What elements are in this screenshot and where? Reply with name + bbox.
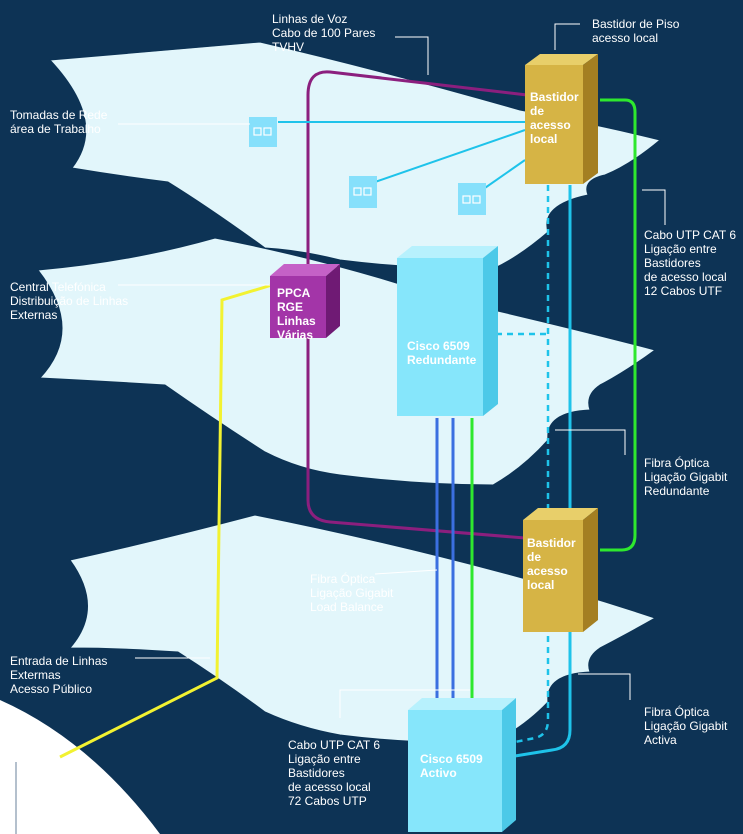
- callout-fiber-active: [578, 673, 631, 700]
- label-fiber-active: Fibra Óptica Ligação Gigabit Activa: [644, 705, 728, 747]
- label-cat6-between-racks: Cabo UTP CAT 6 Ligação entre Bastidores …: [644, 228, 737, 298]
- rack-top-label: Bastidor de acesso local: [530, 90, 579, 146]
- outlet-cable-2: [374, 129, 526, 183]
- entry-line: [59, 283, 273, 759]
- callout-load-balance: [374, 569, 438, 575]
- callout-cat6-12: [642, 189, 666, 225]
- network-outlet: [249, 117, 277, 147]
- label-pbx: Central Telefónica Distribuição de Linha…: [10, 280, 129, 322]
- label-cat6-72: Cabo UTP CAT 6 Ligação entre Bastidores …: [288, 738, 381, 808]
- ppca-label: PPCA RGE Linhas Várias: [277, 286, 316, 342]
- cisco-active-label: Cisco 6509 Activo: [420, 752, 483, 780]
- callout-floor-rack: [554, 23, 580, 50]
- label-line-entry: Entrada de Linhas Extermas Acesso Públic…: [10, 654, 108, 696]
- ppca-box: [270, 264, 340, 338]
- floor-middle: [37, 237, 657, 486]
- outlet-cable-3: [481, 159, 526, 191]
- callout-cat6-72: [339, 689, 470, 718]
- rack-bottom: [523, 508, 598, 632]
- rack-bottom-label: Bastidor de acesso local: [527, 536, 576, 592]
- callout-fiber-redundant: [555, 429, 626, 455]
- utp-riser: [600, 98, 637, 552]
- fiber-active-cable: [514, 185, 572, 758]
- callout-lines: [118, 23, 666, 718]
- cisco-active-box: [408, 698, 516, 832]
- network-outlet: [349, 176, 377, 208]
- callout-voice: [395, 36, 429, 75]
- label-fiber-redundant: Fibra Óptica Ligação Gigabit Redundante: [644, 456, 728, 498]
- cisco-redundant-label: Cisco 6509 Redundante: [407, 339, 477, 367]
- label-fiber-load-balance: Fibra Óptica Ligação Gigabit Load Balanc…: [310, 572, 394, 614]
- network-outlet: [458, 183, 486, 215]
- cisco-redundant-box: [397, 246, 498, 416]
- label-voice-lines: Linhas de Voz Cabo de 100 Pares TVHV: [272, 12, 376, 54]
- corner-decoration: [0, 700, 160, 834]
- label-floor-rack: Bastidor de Piso acesso local: [592, 17, 680, 45]
- rack-top: [525, 54, 598, 184]
- label-network-outlets: Tomadas de Rede área de Trabalho: [10, 108, 108, 136]
